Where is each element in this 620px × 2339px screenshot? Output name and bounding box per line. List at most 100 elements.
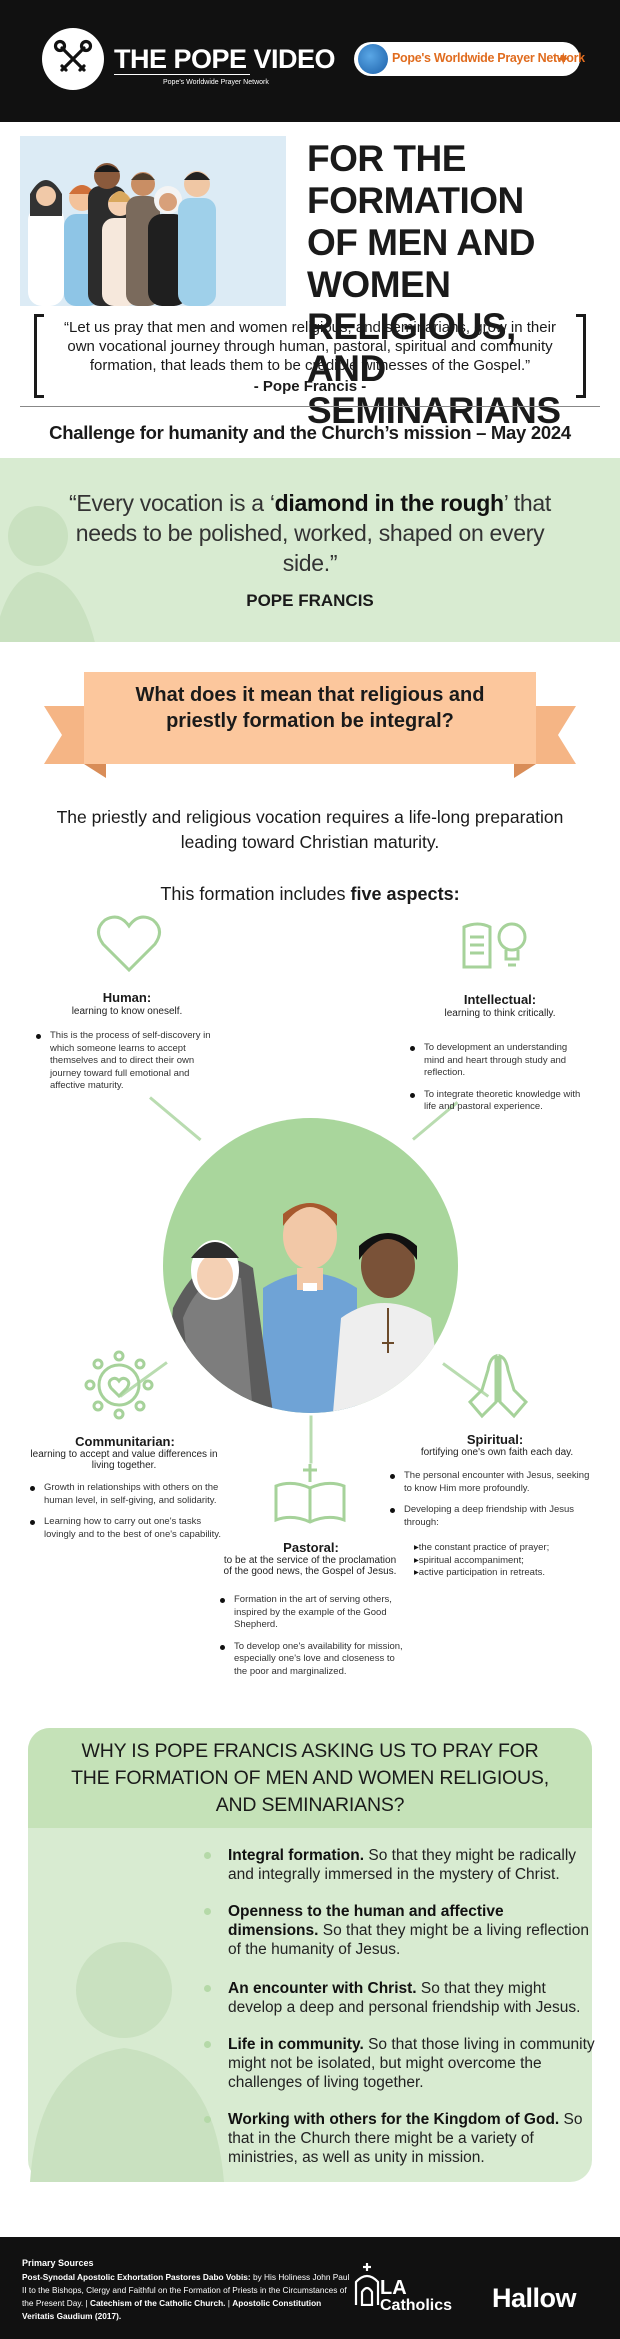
pope-silhouette — [30, 1942, 224, 2182]
aspects-intro: This formation includes five aspects: — [0, 884, 620, 905]
vocation-quote-attribution: POPE FRANCIS — [246, 591, 374, 610]
source-title: Apostolic Constitution Veritatis Gaudium… — [22, 2298, 322, 2321]
vocation-quote-end: ’ that needs to be polished, worked, sha… — [75, 490, 552, 576]
page-title: FOR THE FORMATION OF MEN AND WOMEN RELIG… — [307, 138, 612, 432]
aspect-points-communitarian: Growth in relationships with others on t… — [30, 1482, 226, 1550]
source-separator: | — [225, 2298, 233, 2308]
vocation-quote-band — [0, 458, 620, 642]
brand-title: THE POPE VIDEO — [114, 44, 336, 74]
aspect-points-intellectual: To development an understanding mind and… — [410, 1042, 590, 1123]
praying-hands-icon — [467, 1353, 529, 1419]
connector-line — [149, 1096, 202, 1142]
title-line: WOMEN RELIGIOUS, — [307, 264, 516, 347]
sources-heading: Primary Sources — [22, 2258, 94, 2268]
group-of-religious-illustration — [28, 163, 216, 306]
sources-text: Post-Synodal Apostolic Exhortation Pasto… — [22, 2271, 352, 2323]
brand-subtitle: Pope's Worldwide Prayer Network — [163, 79, 269, 86]
open-bible-cross-icon — [274, 1464, 346, 1524]
aspect-point: Developing a deep friendship with Jesus … — [390, 1504, 590, 1529]
connector-line — [309, 1415, 313, 1464]
vocation-intro: The priestly and religious vocation requ… — [56, 807, 564, 852]
aspect-point: To development an understanding mind and… — [410, 1042, 590, 1080]
crossed-keys-icon — [42, 28, 104, 90]
why-item-heading: Working with others for the Kingdom of G… — [228, 2111, 560, 2128]
why-item-heading: Integral formation. — [228, 1847, 365, 1864]
partner-badge — [354, 42, 580, 76]
aspects-intro-text: This formation includes — [160, 884, 351, 904]
aspect-point: To develop one's availability for missio… — [220, 1641, 410, 1679]
vocation-quote-start: “Every vocation is a ‘ — [69, 490, 275, 516]
divider — [20, 406, 600, 407]
aspect-point: Formation in the art of serving others, … — [220, 1594, 410, 1632]
why-panel-header — [28, 1728, 592, 1828]
la-catholics-logo[interactable]: LA Catholics — [380, 2277, 453, 2314]
aspect-subtitle-human: learning to know oneself. — [71, 1006, 183, 1017]
aspect-point: To integrate theoretic knowledge with li… — [410, 1089, 590, 1114]
hero-illustration — [20, 136, 286, 306]
aspect-title-human: Human: — [102, 990, 152, 1005]
aspect-subtitle-pastoral: to be at the service of the proclamation… — [223, 1555, 397, 1577]
prayer-intention-quote: “Let us pray that men and women religiou… — [64, 319, 556, 374]
aspect-point: Growth in relationships with others on t… — [30, 1482, 226, 1507]
aspect-title-spiritual: Spiritual: — [466, 1432, 524, 1447]
aspect-title-pastoral: Pastoral: — [283, 1540, 339, 1555]
why-item: Life in community. So that those living … — [228, 2035, 598, 2092]
why-item-heading: Openness to the human and affective dime… — [228, 1903, 504, 1939]
aspect-points-human: This is the process of self-discovery in… — [36, 1030, 216, 1102]
why-item-text: So that in the Church there might be a v… — [228, 2111, 583, 2166]
pope-silhouette — [0, 506, 95, 642]
why-item-heading: Life in community. — [228, 2036, 364, 2053]
why-item-heading: An encounter with Christ. — [228, 1980, 417, 1997]
logo-la: LA — [380, 2277, 407, 2299]
source-title: Catechism of the Catholic Church. — [89, 2298, 226, 2308]
aspects-intro-count: five aspects: — [350, 884, 460, 904]
why-item: Working with others for the Kingdom of G… — [228, 2110, 598, 2167]
list-bullet — [204, 2041, 211, 2048]
list-bullet — [204, 2116, 211, 2123]
aspect-points-pastoral: Formation in the art of serving others, … — [220, 1594, 410, 1687]
logo-catholics: Catholics — [380, 2297, 453, 2314]
aspect-subpoint: spiritual accompaniment; — [414, 1555, 584, 1568]
title-line: FOR THE FORMATION — [307, 138, 524, 221]
vocation-quote: “Every vocation is a ‘diamond in the rou… — [60, 488, 560, 578]
hallow-logo[interactable]: Hallow — [492, 2283, 577, 2313]
aspect-point: The personal encounter with Jesus, seeki… — [390, 1470, 590, 1495]
why-title: WHY IS POPE FRANCIS ASKING US TO PRAY FO… — [71, 1740, 549, 1816]
aspect-subpoint: the constant practice of prayer; — [414, 1542, 584, 1555]
brand-divider — [114, 74, 250, 75]
challenge-heading: Challenge for humanity and the Church’s … — [49, 422, 571, 443]
ribbon-title: What does it mean that religious and pri… — [135, 684, 485, 732]
why-item: Openness to the human and affective dime… — [228, 1902, 598, 1959]
why-item: An encounter with Christ. So that they m… — [228, 1979, 598, 2017]
source-description: by His Holiness John Paul II to the Bish… — [22, 2272, 350, 2308]
why-item-text: So that they might be a living reflectio… — [228, 1922, 589, 1958]
why-item-text: So that those living in community might … — [228, 2036, 595, 2091]
quote-attribution: - Pope Francis - — [253, 378, 367, 395]
center-illustration — [163, 1118, 458, 1413]
quote-bracket-left — [34, 314, 44, 398]
aspect-subpoints-spiritual: the constant practice of prayer; spiritu… — [414, 1542, 584, 1580]
source-title: Post-Synodal Apostolic Exhortation Pasto… — [22, 2272, 251, 2282]
heart-icon — [97, 915, 161, 973]
why-item-text: So that they might be radically and inte… — [228, 1847, 577, 1883]
aspect-subpoint: active participation in retreats. — [414, 1567, 584, 1580]
why-item: Integral formation. So that they might b… — [228, 1846, 598, 1884]
aspect-subtitle-communitarian: learning to accept and value differences… — [30, 1449, 218, 1471]
why-item-text: So that they might develop a deep and pe… — [228, 1980, 581, 2016]
list-bullet — [204, 1852, 211, 1859]
people-circle-heart-icon — [84, 1350, 154, 1420]
aspect-subtitle-spiritual: fortifying one's own faith each day. — [420, 1447, 574, 1458]
footer — [0, 2237, 620, 2339]
aspect-points-spiritual: The personal encounter with Jesus, seeki… — [390, 1470, 590, 1531]
list-bullet — [204, 1908, 211, 1915]
nun-priest-seminarian-illustration — [163, 1203, 443, 1413]
ribbon-banner — [44, 672, 576, 778]
quote-bracket-right — [576, 314, 586, 398]
aspect-title-intellectual: Intellectual: — [463, 992, 537, 1007]
globe-icon — [358, 44, 388, 74]
keys-mark-icon: ✦ — [557, 51, 570, 68]
mission-bell-tower-icon — [354, 2263, 380, 2306]
title-line: AND SEMINARIANS — [307, 348, 561, 431]
title-line: OF MEN AND — [307, 222, 535, 263]
partner-name: Pope's Worldwide Prayer Network — [392, 51, 585, 65]
